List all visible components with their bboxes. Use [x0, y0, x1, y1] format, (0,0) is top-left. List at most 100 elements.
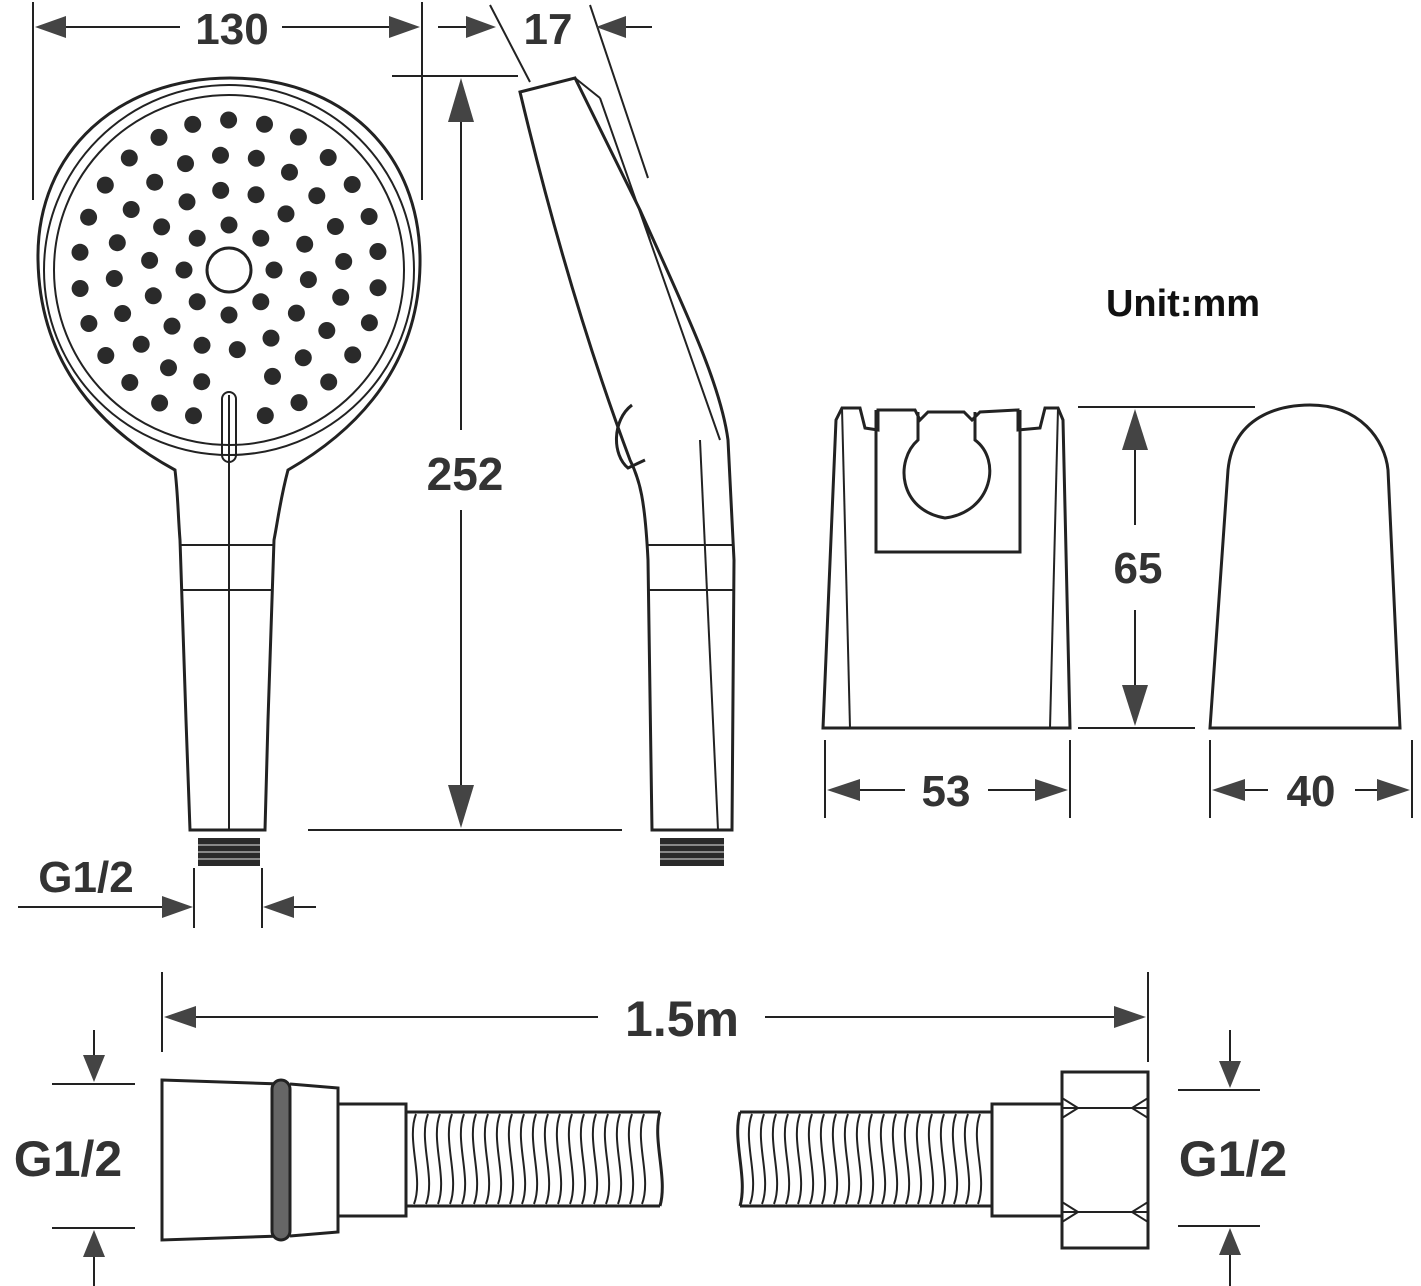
hose-coil — [543, 1113, 551, 1205]
head-width-label: 130 — [195, 5, 268, 54]
hose-coil — [447, 1113, 455, 1205]
hose-right-thread-label: G1/2 — [1179, 1131, 1287, 1187]
spray-hole — [184, 115, 202, 133]
spray-hole — [326, 218, 344, 235]
hose-coil — [783, 1113, 791, 1205]
hose-coil — [483, 1113, 491, 1205]
spray-hole — [281, 163, 298, 181]
hose-coil — [627, 1113, 635, 1205]
hose-length-label: 1.5m — [625, 991, 739, 1047]
shower-head-side-view — [518, 76, 736, 866]
hose-coil — [771, 1113, 779, 1205]
spray-hole — [247, 149, 265, 167]
spray-hole — [188, 293, 206, 311]
spray-hole — [212, 146, 229, 164]
spray-hole — [122, 201, 140, 218]
spray-hole — [294, 349, 312, 367]
spray-nozzle-pattern — [71, 111, 387, 425]
spray-hole — [151, 394, 169, 412]
spray-hole — [344, 346, 362, 364]
hose-coil — [975, 1113, 983, 1205]
spray-hole — [220, 111, 238, 129]
hose-coil — [951, 1113, 959, 1205]
spray-hole — [150, 128, 168, 146]
hose-coils-left — [411, 1113, 647, 1205]
spray-hole — [96, 176, 114, 194]
hose-coil — [747, 1113, 755, 1205]
hose-coil — [879, 1113, 887, 1205]
holder-front-view — [821, 406, 1072, 730]
hose-coil — [915, 1113, 923, 1205]
spray-hole — [105, 270, 123, 287]
spray-hole — [188, 229, 206, 247]
dimension-holder-width: 53 — [824, 740, 1071, 818]
dimension-total-length: 252 — [308, 75, 622, 831]
outlet-thread-label: G1/2 — [38, 853, 133, 902]
shower-head-front-view — [36, 76, 422, 866]
spray-hole — [146, 173, 164, 191]
unit-label: Unit:mm — [1106, 283, 1260, 325]
dimension-head-width: 130 — [32, 2, 423, 200]
spray-hole — [212, 181, 230, 199]
spray-hole — [262, 329, 280, 347]
spray-hole — [335, 253, 353, 270]
hose-coil — [567, 1113, 575, 1205]
spray-hole — [163, 317, 181, 335]
spray-hole — [296, 235, 314, 253]
hose-coil — [891, 1113, 899, 1205]
hose-coil — [495, 1113, 503, 1205]
spray-hole — [252, 229, 270, 247]
spray-hole — [108, 234, 126, 252]
hose-coil — [423, 1113, 431, 1205]
total-length-label: 252 — [427, 448, 504, 500]
holder-width-label: 53 — [922, 767, 971, 816]
hose-coil — [639, 1113, 647, 1205]
dimension-head-depth: 17 — [438, 4, 652, 179]
spray-hole — [120, 149, 138, 167]
spray-hole — [299, 271, 317, 289]
spray-hole — [256, 115, 273, 133]
hose-coil — [471, 1113, 479, 1205]
head-depth-label: 17 — [524, 5, 573, 54]
dimension-hose-left-thread: G1/2 — [14, 1030, 135, 1286]
spray-hole — [175, 261, 193, 279]
spray-hole — [320, 373, 338, 391]
spray-hole — [343, 176, 361, 193]
spray-hole — [193, 336, 211, 354]
spray-hole — [264, 367, 281, 385]
spray-hole — [308, 187, 326, 205]
hose-left-thread-label: G1/2 — [14, 1131, 122, 1187]
spray-hole — [369, 279, 387, 297]
spray-hole — [178, 193, 196, 211]
spray-hole — [228, 341, 246, 359]
dimension-hose-length: 1.5m — [161, 972, 1149, 1062]
spray-hole — [360, 314, 378, 332]
spray-hole — [319, 149, 337, 166]
hose-coil — [519, 1113, 527, 1205]
hose-coil — [939, 1113, 947, 1205]
holder-depth-label: 40 — [1287, 767, 1336, 816]
hose-coil — [963, 1113, 971, 1205]
hose-coil — [807, 1113, 815, 1205]
hose-coil — [843, 1113, 851, 1205]
spray-hole — [247, 186, 265, 204]
hose-coils-right — [747, 1113, 983, 1205]
spray-hole — [80, 315, 98, 332]
spray-hole — [121, 374, 139, 391]
dimension-hose-right-thread: G1/2 — [1178, 1030, 1287, 1286]
spray-hole — [265, 261, 283, 279]
spray-hole — [114, 305, 132, 322]
hose-coil — [867, 1113, 875, 1205]
hose-coil — [603, 1113, 611, 1205]
hose-coil — [855, 1113, 863, 1205]
hose-coil — [903, 1113, 911, 1205]
hose-coil — [531, 1113, 539, 1205]
spray-hole — [318, 322, 336, 339]
spray-hole — [220, 216, 238, 234]
spray-hole — [71, 280, 89, 297]
spray-hole — [177, 155, 194, 173]
spray-hole — [252, 293, 270, 311]
spray-hole — [332, 288, 350, 306]
hose-coil — [411, 1113, 419, 1205]
